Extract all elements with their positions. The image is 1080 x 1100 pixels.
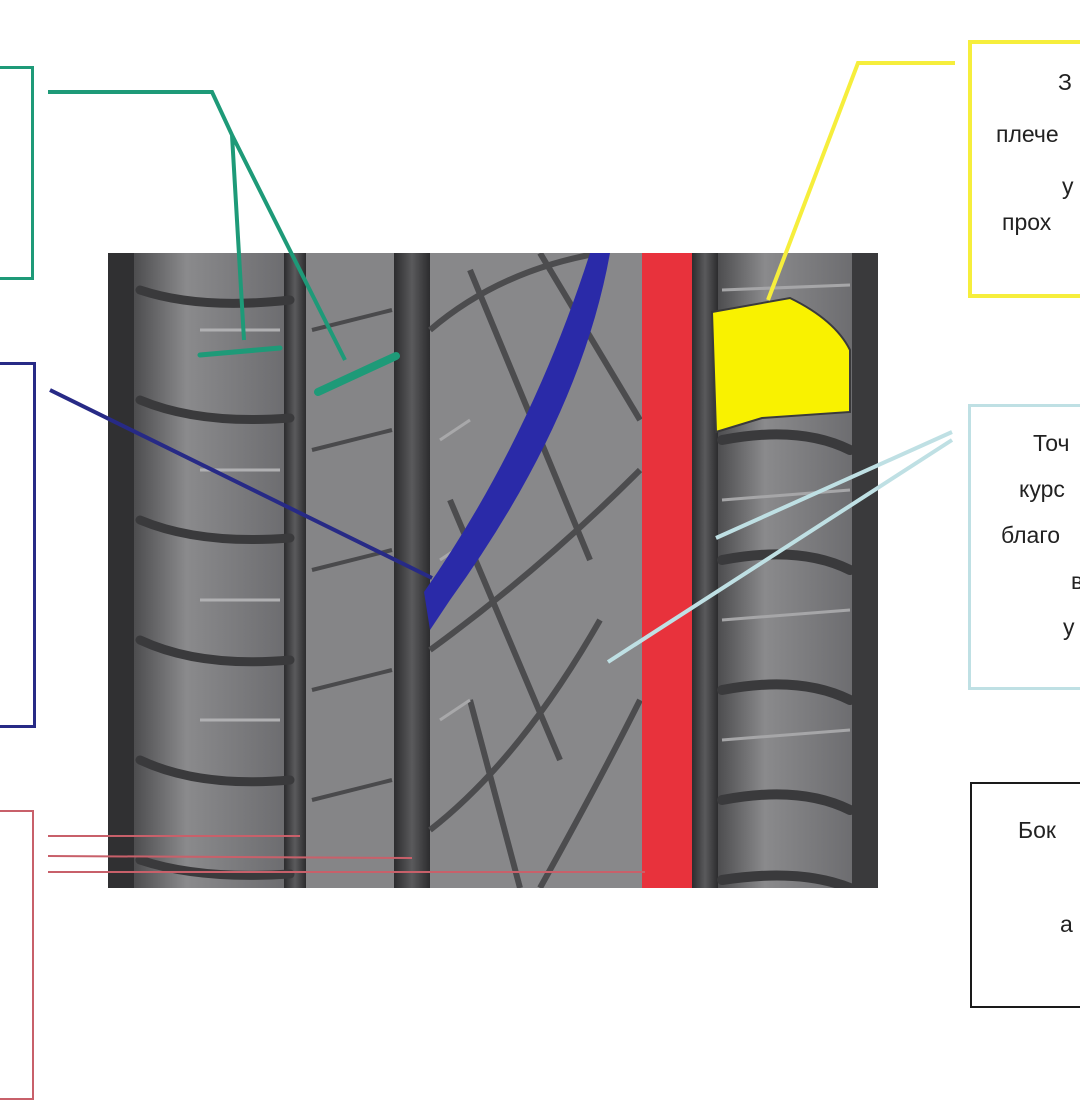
shoulder-block-highlight — [710, 296, 851, 434]
callout-line: курс — [1019, 476, 1065, 502]
callout-line: в — [1071, 563, 1080, 599]
callout-line: прох — [1002, 209, 1052, 235]
callout-line: Бок — [1018, 817, 1056, 843]
callout-top-left-green — [0, 66, 34, 280]
lightblue-leader — [606, 430, 954, 664]
yellow-leader — [766, 61, 955, 301]
callout-line: а — [1060, 911, 1073, 937]
callout-line: плече — [996, 121, 1059, 147]
callout-bottom-right-black: Бок а — [970, 782, 1080, 1008]
red-leaders — [47, 835, 645, 873]
callout-bottom-left-red — [0, 810, 34, 1100]
callout-line: З — [1058, 69, 1072, 95]
navy-leader — [49, 388, 433, 580]
callout-line: благо — [1001, 522, 1061, 548]
leader-lines — [47, 61, 955, 873]
right-shoulder-grooves — [717, 429, 855, 888]
green-leader — [48, 90, 347, 361]
callout-line: Точ — [1033, 430, 1070, 456]
callout-top-right-yellow: З плече у прох — [968, 40, 1080, 298]
groove-markers — [197, 345, 400, 396]
center-rib-highlight — [642, 253, 692, 888]
left-shoulder-grooves — [135, 285, 295, 880]
callout-line: у — [1063, 614, 1075, 640]
callout-mid-left-navy — [0, 362, 36, 728]
callout-line: у — [1062, 173, 1074, 199]
diagonal-groove-highlight — [424, 253, 610, 630]
callout-mid-right-lightblue: Точ курс благо в у — [968, 404, 1080, 690]
